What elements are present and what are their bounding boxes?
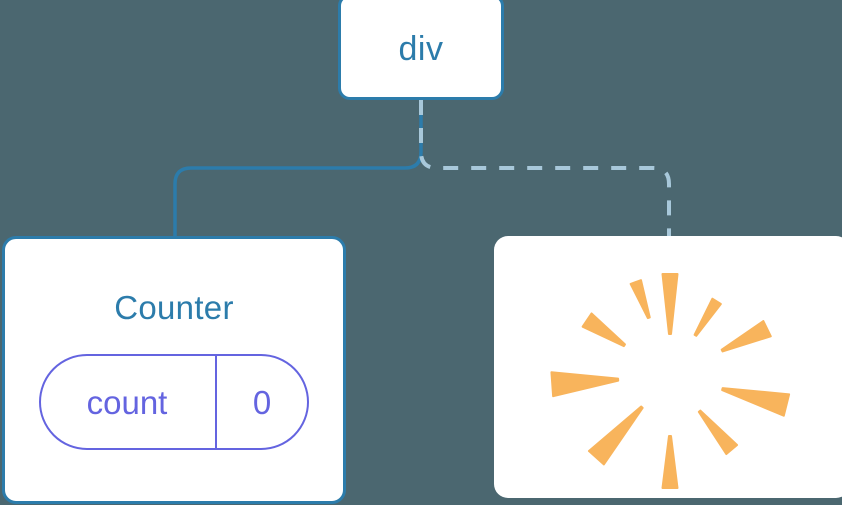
sparkle-ray-8 — [581, 312, 626, 348]
state-value-label: 0 — [252, 383, 272, 421]
sparkle-ray-4 — [697, 409, 739, 456]
state-pill-divider — [215, 356, 217, 448]
edge-root-to-sparkle — [419, 100, 671, 236]
edge-root-to-counter — [173, 98, 423, 238]
sparkle-ray-6 — [587, 405, 644, 466]
state-pill-count[interactable]: count 0 — [39, 354, 309, 450]
node-counter[interactable]: Counter count 0 — [2, 236, 346, 504]
node-div-label: div — [398, 30, 444, 68]
sparkle-burst-icon — [550, 273, 791, 489]
sparkle-ray-7 — [550, 371, 620, 398]
sparkle-ray-0 — [661, 273, 679, 335]
node-rerender-highlight[interactable] — [494, 236, 842, 498]
sparkle-ray-5 — [661, 435, 679, 489]
sparkle-ray-3 — [721, 387, 791, 417]
node-div[interactable]: div — [338, 0, 504, 100]
sparkle-ray-9 — [629, 279, 651, 320]
node-counter-label: Counter — [114, 289, 234, 326]
sparkle-ray-2 — [720, 320, 772, 353]
state-key-label: count — [86, 383, 168, 421]
sparkle-ray-1 — [693, 297, 722, 337]
